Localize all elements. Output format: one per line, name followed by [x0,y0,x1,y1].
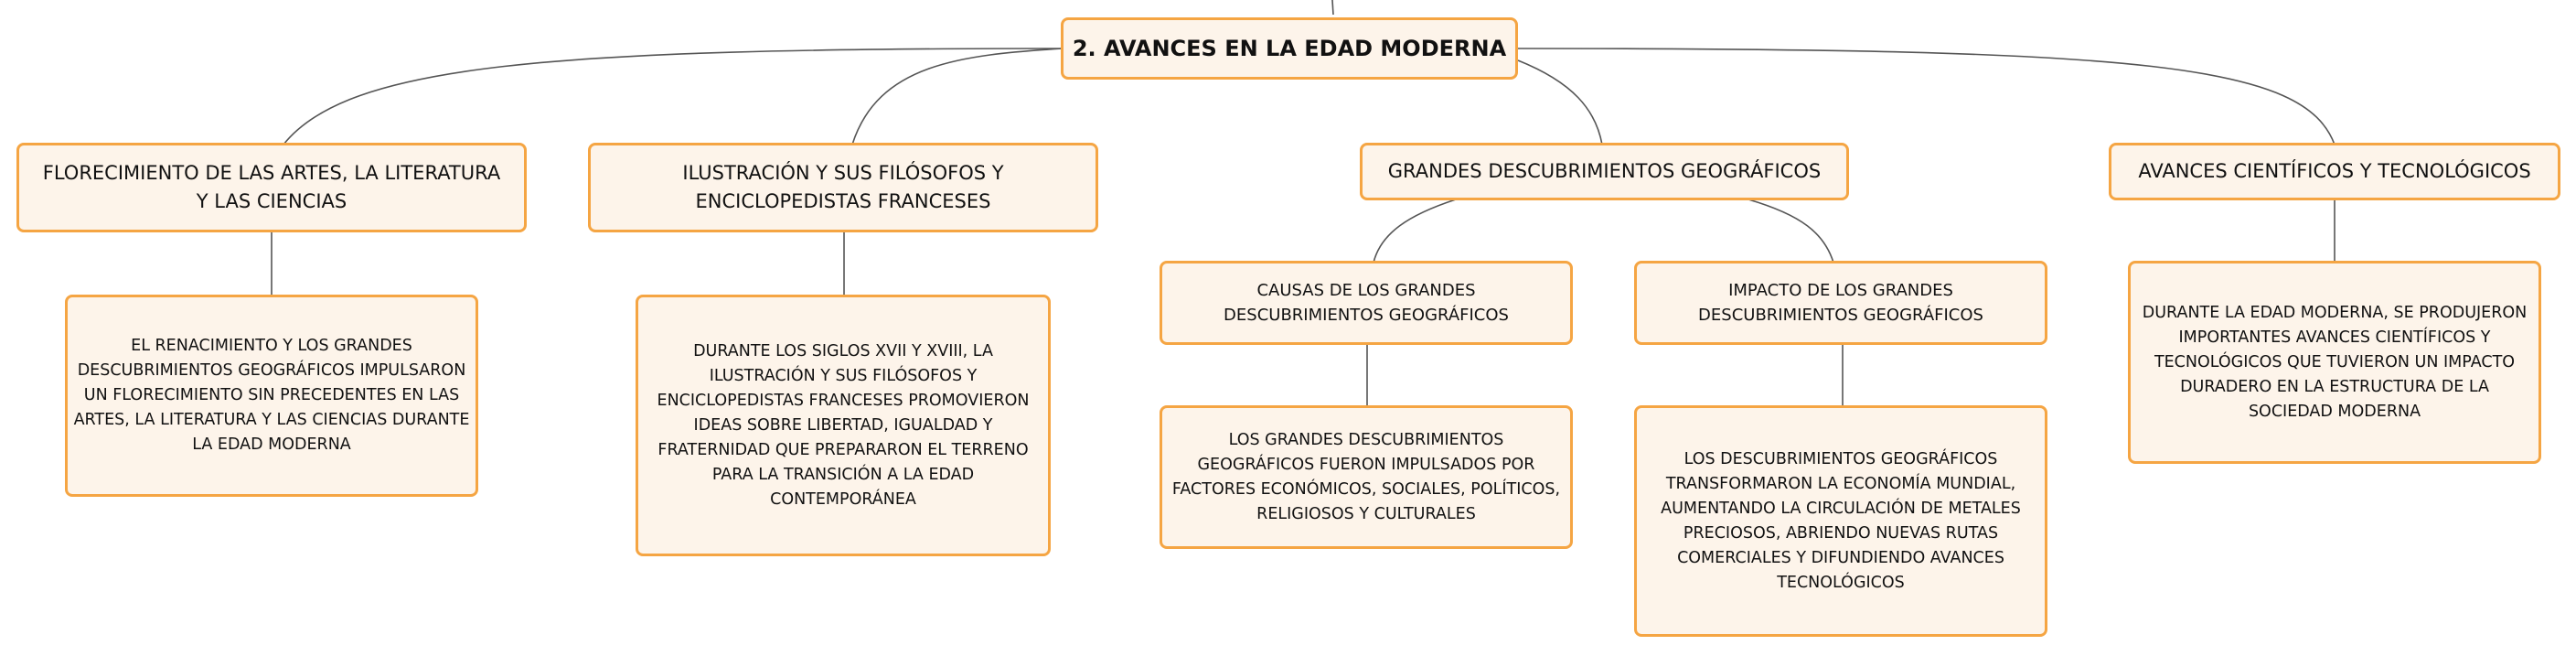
detail-impacto[interactable]: LOS DESCUBRIMIENTOS GEOGRÁFICOS TRANSFOR… [1634,405,2047,637]
connector-parent-root [1331,0,1334,16]
detail-artes-literatura-ciencias[interactable]: EL RENACIMIENTO Y LOS GRANDES DESCUBRIMI… [65,295,478,497]
connector-root-avances [1517,48,2336,145]
connector-descubrimientos-causas [1373,199,1457,263]
detail-avances-cientificos[interactable]: DURANTE LA EDAD MODERNA, SE PRODUJERON I… [2128,261,2541,464]
branch-descubrimientos-geograficos[interactable]: GRANDES DESCUBRIMIENTOS GEOGRÁFICOS [1360,143,1849,200]
connector-root-artes [283,48,1064,145]
branch-artes-literatura-ciencias[interactable]: FLORECIMIENTO DE LAS ARTES, LA LITERATUR… [16,143,527,232]
subbranch-causas[interactable]: CAUSAS DE LOS GRANDES DESCUBRIMIENTOS GE… [1160,261,1573,345]
connector-descubrimientos-impacto [1748,199,1834,263]
root-topic[interactable]: 2. AVANCES EN LA EDAD MODERNA [1061,17,1518,80]
detail-ilustracion[interactable]: DURANTE LOS SIGLOS XVII Y XVIII, LA ILUS… [636,295,1051,556]
connector-root-descubrimientos [1517,59,1603,145]
branch-ilustracion[interactable]: ILUSTRACIÓN Y SUS FILÓSOFOS Y ENCICLOPED… [588,143,1098,232]
detail-causas[interactable]: LOS GRANDES DESCUBRIMIENTOS GEOGRÁFICOS … [1160,405,1573,549]
connector-root-ilustracion [851,48,1064,145]
branch-avances-cientificos[interactable]: AVANCES CIENTÍFICOS Y TECNOLÓGICOS [2109,143,2560,200]
subbranch-impacto[interactable]: IMPACTO DE LOS GRANDES DESCUBRIMIENTOS G… [1634,261,2047,345]
